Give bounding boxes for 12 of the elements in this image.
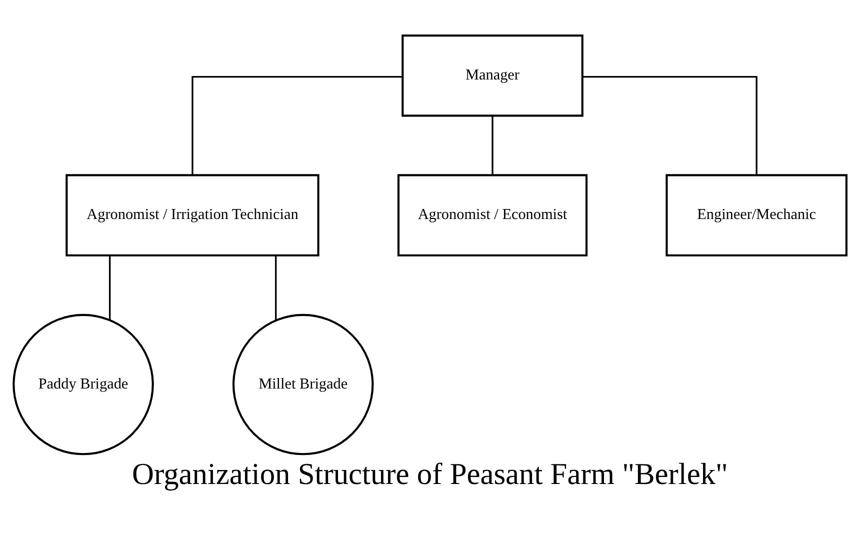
connector	[275, 254, 277, 320]
node-circle: Millet Brigade	[232, 313, 374, 455]
node-box: Engineer/Mechanic	[666, 174, 848, 256]
node-box: Agronomist / Economist	[397, 174, 588, 256]
connector	[492, 116, 494, 174]
connector	[108, 254, 111, 320]
diagram-title: Organization Structure of Peasant Farm "Berlek"	[132, 456, 728, 491]
connector	[582, 75, 758, 174]
node-box: Manager	[402, 34, 584, 116]
connector	[192, 75, 402, 174]
node-circle: Paddy Brigade	[12, 313, 154, 455]
node-box: Agronomist / Irrigation Technician	[66, 174, 320, 256]
